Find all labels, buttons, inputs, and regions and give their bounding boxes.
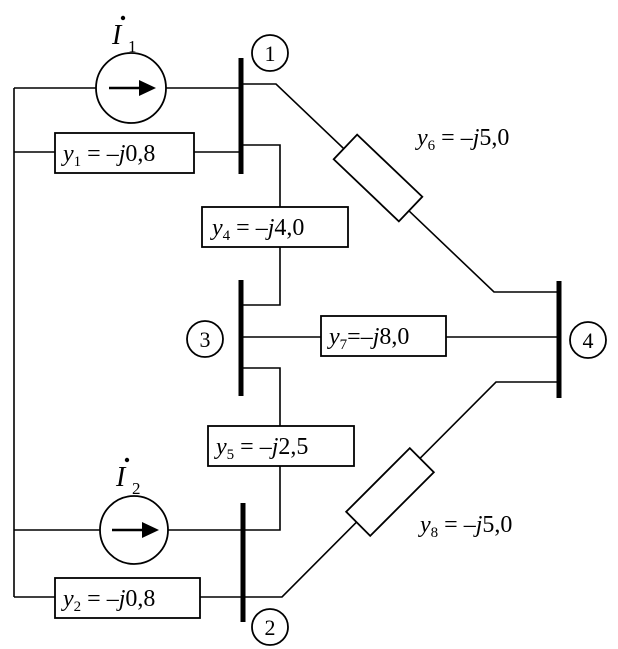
node-3-label: 3: [186, 320, 224, 358]
node-1-label: 1: [251, 34, 289, 72]
admittance-y5: y5 = –j2,5: [207, 425, 355, 467]
current-source-2: [99, 495, 169, 565]
svg-text:1: 1: [128, 37, 137, 56]
svg-text:y7=–j8,0: y7=–j8,0: [327, 324, 409, 353]
svg-text:y6 = –j5,0: y6 = –j5,0: [415, 125, 509, 154]
svg-text:4: 4: [583, 328, 594, 353]
admittance-y6-label: y6 = –j5,0: [415, 125, 509, 154]
svg-text:I: I: [115, 462, 127, 493]
svg-text:y5 = –j2,5: y5 = –j2,5: [214, 434, 308, 463]
svg-text:2: 2: [132, 479, 141, 498]
svg-text:y8 = –j5,0: y8 = –j5,0: [418, 512, 512, 541]
current-source-1: [95, 52, 167, 124]
svg-text:y4 = –j4,0: y4 = –j4,0: [210, 215, 304, 244]
admittance-y7: y7=–j8,0: [320, 315, 447, 357]
node-2-label: 2: [251, 608, 289, 646]
svg-text:1: 1: [265, 41, 276, 66]
current-source-1-label: I 1: [111, 15, 137, 56]
admittance-y4: y4 = –j4,0: [201, 206, 349, 248]
svg-text:y1 = –j0,8: y1 = –j0,8: [61, 141, 155, 170]
svg-text:3: 3: [200, 327, 211, 352]
admittance-y1: y1 = –j0,8: [54, 132, 195, 174]
svg-text:y2 = –j0,8: y2 = –j0,8: [61, 586, 155, 615]
admittance-y6-element: [332, 133, 424, 223]
admittance-y8-element: [344, 446, 436, 538]
admittance-y8-label: y8 = –j5,0: [418, 512, 512, 541]
svg-text:I: I: [111, 20, 123, 51]
current-source-2-label: I 2: [115, 457, 141, 498]
svg-text:2: 2: [265, 615, 276, 640]
admittance-y2: y2 = –j0,8: [54, 577, 201, 619]
node-4-label: 4: [569, 321, 607, 359]
